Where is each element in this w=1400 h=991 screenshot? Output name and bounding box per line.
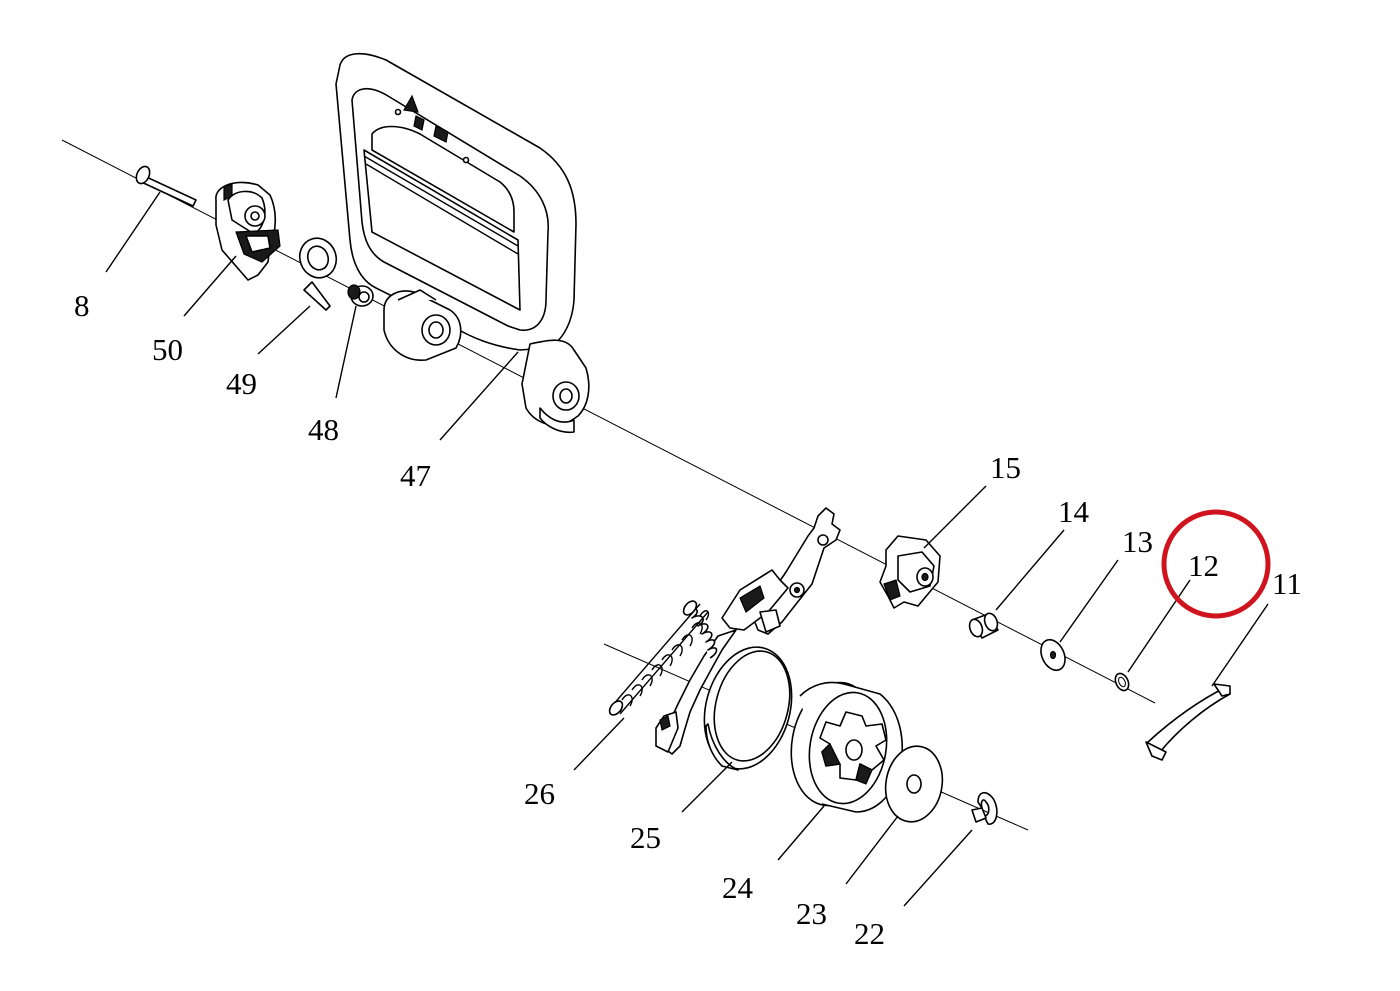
- part-47-handle[interactable]: [335, 52, 590, 434]
- label-50: 50: [152, 332, 183, 367]
- part-11-curved-plate[interactable]: [1145, 683, 1231, 761]
- part-50-switch-housing[interactable]: [215, 181, 281, 281]
- label-24: 24: [722, 870, 754, 905]
- part-14-sleeve[interactable]: [967, 611, 999, 639]
- part-24-clutch-drum[interactable]: [782, 676, 903, 813]
- label-11: 11: [1272, 566, 1302, 601]
- label-47: 47: [400, 458, 431, 493]
- label-48: 48: [308, 412, 339, 447]
- label-12: 12: [1188, 548, 1219, 583]
- part-12-circlip[interactable]: [1113, 671, 1131, 692]
- label-22: 22: [854, 916, 885, 951]
- label-13: 13: [1122, 524, 1153, 559]
- label-14: 14: [1058, 494, 1090, 529]
- part-25-brake-band[interactable]: [691, 637, 804, 779]
- part-23-washer[interactable]: [880, 742, 948, 827]
- label-26: 26: [524, 776, 555, 811]
- label-49: 49: [226, 366, 257, 401]
- part-22-e-clip[interactable]: [971, 791, 998, 825]
- part-15-cam[interactable]: [879, 535, 941, 609]
- label-8: 8: [74, 288, 90, 323]
- label-23: 23: [796, 896, 827, 931]
- label-25: 25: [630, 820, 661, 855]
- highlight-circle: [1161, 509, 1271, 619]
- part-49-spring-clip[interactable]: [294, 233, 342, 311]
- part-8-pin[interactable]: [134, 164, 197, 207]
- part-48-bushing[interactable]: [347, 284, 374, 307]
- part-26-spring[interactable]: [607, 599, 718, 718]
- part-13-washer[interactable]: [1036, 636, 1069, 674]
- part-labels: 8 50 49 48 47 15 14 13 12 11 26 25 24 23…: [74, 288, 1302, 951]
- label-15: 15: [990, 450, 1021, 485]
- leader-lines: [105, 191, 1269, 907]
- brake-lever[interactable]: [655, 507, 841, 755]
